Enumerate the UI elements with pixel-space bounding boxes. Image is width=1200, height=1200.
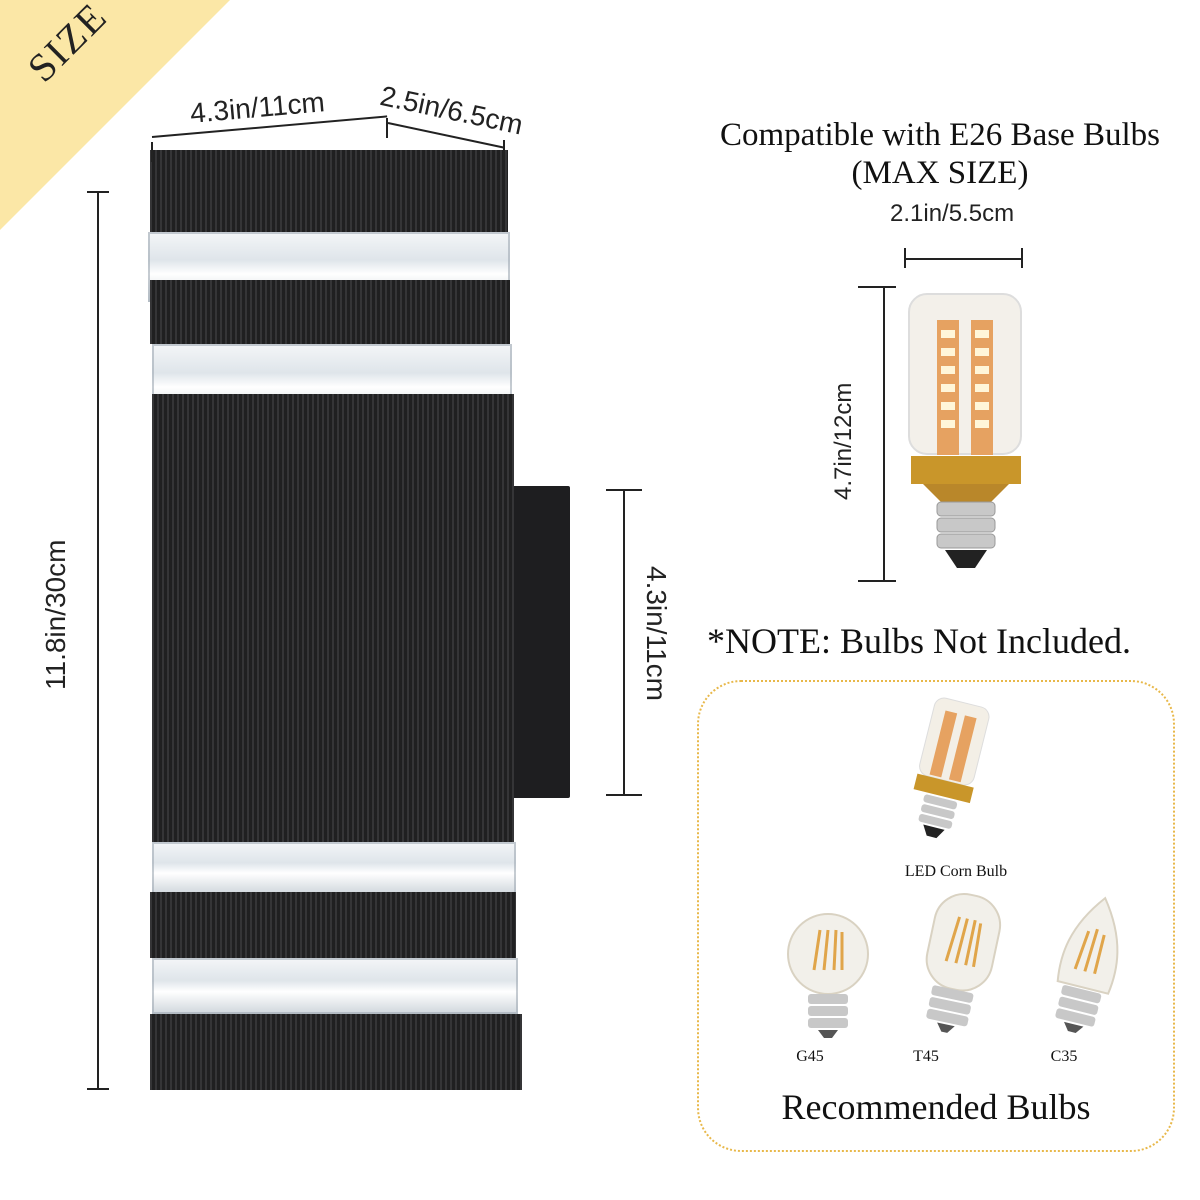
recommended-bulbs-panel <box>697 680 1175 1152</box>
depth-dimension-label: 2.5in/6.5cm <box>377 80 526 141</box>
lamp-main-body <box>152 394 514 848</box>
bulb-height-tick-bottom <box>858 580 896 582</box>
g45-bulb-label: G45 <box>796 1048 824 1065</box>
lamp-top-cap <box>150 150 508 232</box>
c35-bulb-icon <box>1055 896 1119 1033</box>
bulb-width-tick-left <box>904 248 906 268</box>
compat-title: Compatible with E26 Base Bulbs (MAX SIZE… <box>690 116 1190 192</box>
width-tick-right <box>386 118 388 138</box>
lamp-bottom-cap <box>150 1014 522 1090</box>
bulb-width-label: 2.1in/5.5cm <box>890 200 1015 227</box>
t45-bulb-icon <box>925 893 1002 1033</box>
bulb-height-label: 4.7in/12cm <box>830 382 857 500</box>
height-dimension-line <box>97 192 99 1090</box>
wall-lamp-image <box>148 150 570 1090</box>
g45-bulb-icon <box>787 913 869 1038</box>
bulb-width-line <box>905 258 1023 260</box>
c35-bulb-label: C35 <box>1050 1048 1078 1065</box>
mount-tick-top <box>606 489 642 491</box>
lamp-band-lower <box>150 892 516 958</box>
wall-mount-plate <box>512 486 570 798</box>
width-tick-left <box>151 142 153 162</box>
note-bulbs-not-included: *NOTE: Bulbs Not Included. <box>707 621 1131 661</box>
height-tick-bottom <box>87 1088 109 1090</box>
lamp-band-upper <box>150 280 510 344</box>
compat-title-line1: Compatible with E26 Base Bulbs <box>720 117 1160 153</box>
height-dimension-label: 11.8in/30cm <box>40 539 71 690</box>
led-corn-bulb-label: LED Corn Bulb <box>904 863 1008 880</box>
bulb-height-line <box>883 286 885 582</box>
mount-dimension-line <box>623 490 625 796</box>
lamp-glass-lower-2 <box>152 958 518 1014</box>
bulb-width-tick-right <box>1021 248 1023 268</box>
lamp-glass-lower-1 <box>152 842 516 894</box>
compat-title-line2: (MAX SIZE) <box>851 155 1029 191</box>
mount-dimension-label: 4.3in/11cm <box>641 566 672 701</box>
recommended-bulbs-title: Recommended Bulbs <box>781 1087 1091 1127</box>
depth-tick-right <box>503 140 505 160</box>
bulb-height-tick-top <box>858 286 896 288</box>
led-corn-bulb-icon <box>913 697 990 839</box>
height-tick-top <box>87 191 109 193</box>
mount-tick-bottom <box>606 794 642 796</box>
t45-bulb-label: T45 <box>913 1048 939 1065</box>
corn-bulb-max-image <box>908 293 1022 568</box>
